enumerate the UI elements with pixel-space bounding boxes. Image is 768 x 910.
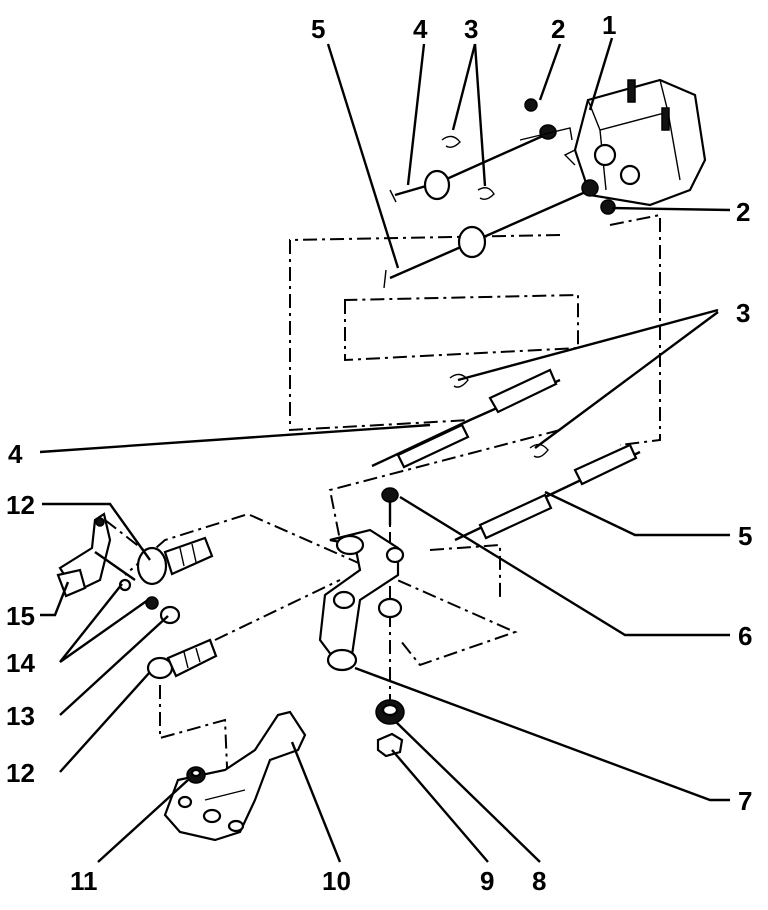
- nuts-2: [524, 98, 616, 215]
- callout-6-right: 6: [738, 621, 752, 651]
- callout-3-top: 3: [464, 14, 478, 44]
- nut-11: [186, 766, 206, 784]
- leader-lines: [39, 37, 731, 863]
- callout-5-right: 5: [738, 521, 752, 551]
- clips-3-upper: [441, 135, 495, 201]
- callout-2-right: 2: [736, 197, 750, 227]
- callout-14-left: 14: [6, 648, 35, 678]
- callout-7-right: 7: [738, 786, 752, 816]
- lower-cable-4: [371, 368, 561, 469]
- callout-9-bottom: 9: [480, 866, 494, 896]
- callout-2-top: 2: [551, 14, 565, 44]
- upper-cable-5: [383, 179, 599, 289]
- lever-housing-10: [163, 710, 307, 842]
- callout-12-left-lower: 12: [6, 758, 35, 788]
- ball-socket-12-upper: [136, 536, 214, 586]
- callout-13-left: 13: [6, 701, 35, 731]
- callout-12-left: 12: [6, 490, 35, 520]
- lower-cable-5: [454, 443, 641, 542]
- callout-8-bottom: 8: [532, 866, 546, 896]
- callout-1-top: 1: [602, 10, 616, 40]
- clips-13-14: [118, 578, 181, 625]
- bush-8: [375, 699, 405, 725]
- bolt-6: [381, 487, 399, 525]
- callout-3-right: 3: [736, 298, 750, 328]
- ball-socket-12-lower: [146, 638, 218, 680]
- callout-15-left: 15: [6, 601, 35, 631]
- callout-10-bottom: 10: [322, 866, 351, 896]
- selector-housing: [563, 78, 707, 207]
- bracket-7: [318, 528, 405, 672]
- callout-5-top: 5: [311, 14, 325, 44]
- callout-4-left: 4: [8, 439, 23, 469]
- callout-11-bottom: 11: [70, 866, 98, 896]
- callout-4-top: 4: [413, 14, 428, 44]
- washer-9: [376, 732, 404, 758]
- upper-cable-4: [389, 124, 573, 203]
- callout-labels: 5 4 3 2 1 2 3 4 12 5 15 6 14 13 7 12 11 …: [6, 10, 752, 896]
